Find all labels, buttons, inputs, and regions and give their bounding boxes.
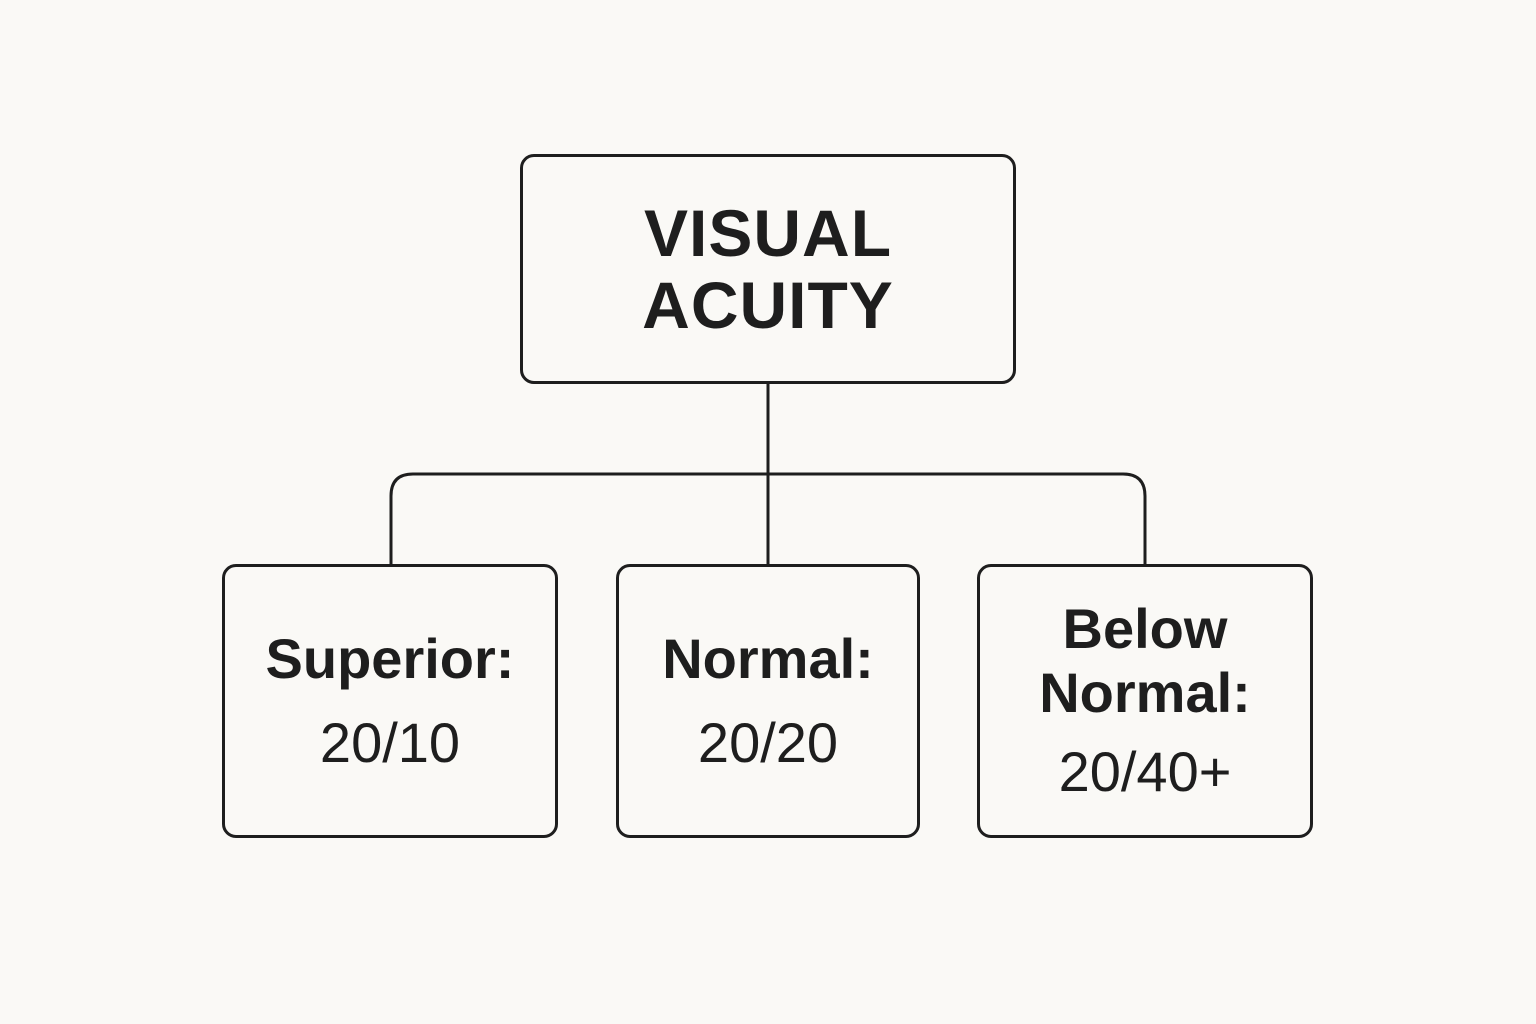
child-node-superior: Superior: 20/10 — [222, 564, 558, 838]
child-label-below-normal-line-2: Normal: — [1039, 661, 1251, 724]
root-title-line-2: ACUITY — [642, 268, 894, 342]
child-value-superior: 20/10 — [319, 711, 461, 774]
connector-horizontal-branch — [389, 472, 1147, 564]
child-node-normal: Normal: 20/20 — [616, 564, 920, 838]
root-node-visual-acuity: VISUAL ACUITY — [520, 154, 1016, 384]
root-title-line-1: VISUAL — [643, 196, 893, 270]
child-value-normal: 20/20 — [697, 711, 839, 774]
child-node-below-normal: Below Normal: 20/40+ — [977, 564, 1313, 838]
child-label-normal: Normal: — [662, 627, 874, 690]
child-label-below-normal-line-1: Below — [1062, 597, 1228, 660]
child-value-below-normal: 20/40+ — [1058, 740, 1232, 803]
child-label-superior: Superior: — [265, 627, 515, 690]
